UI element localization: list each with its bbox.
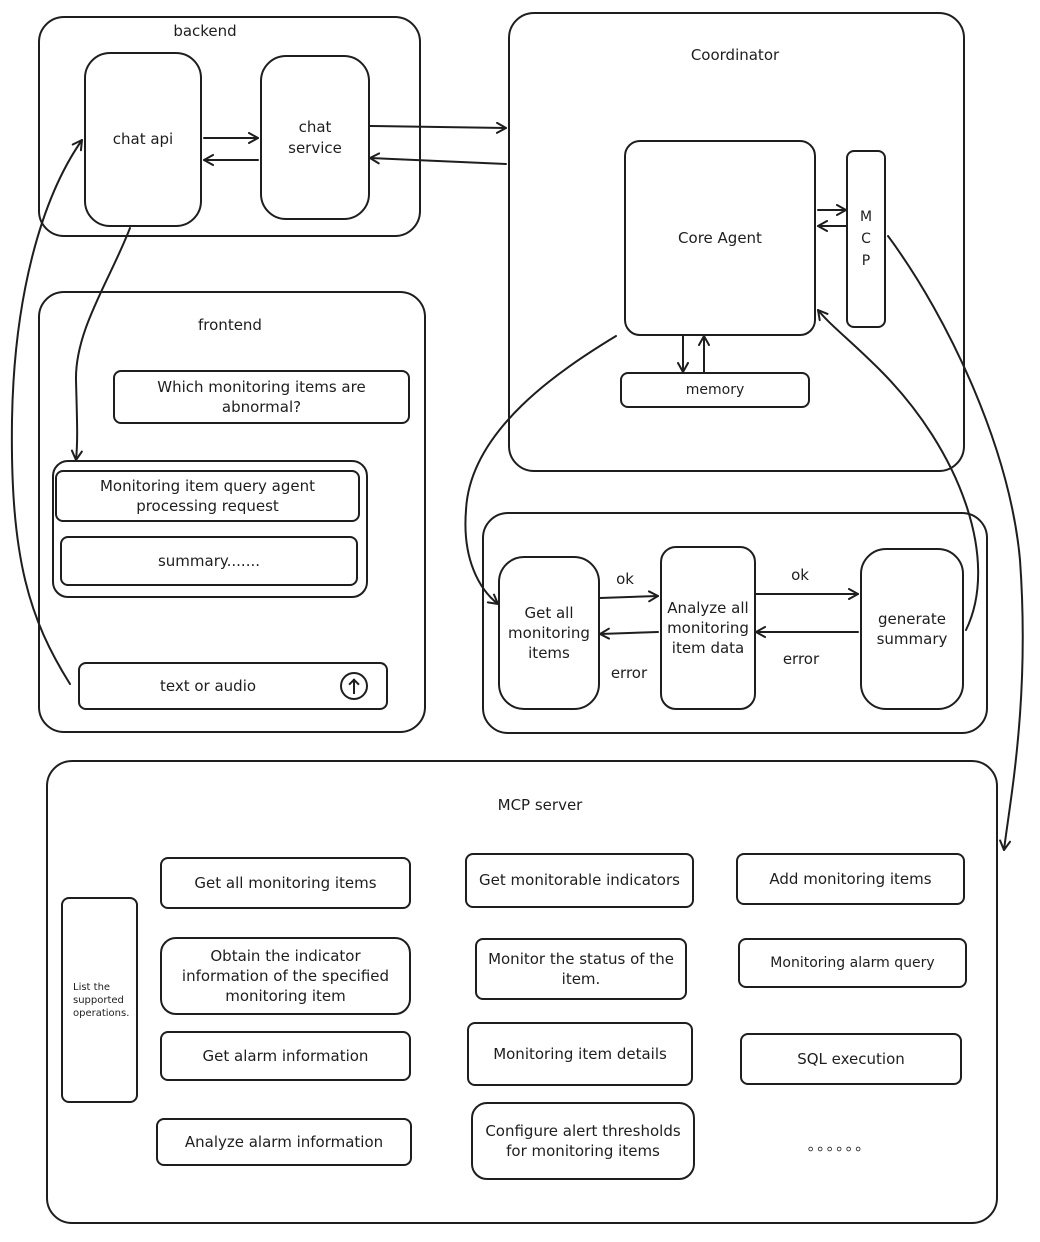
supported-operations-sidebar: List the supported operations.: [61, 897, 138, 1103]
op-label: Obtain the indicator information of the …: [181, 946, 390, 1006]
chat-service-label: chat service: [288, 118, 342, 157]
mcp-letter-p: P: [861, 253, 871, 269]
op-label: Monitor the status of the item.: [488, 949, 674, 988]
op-label: Get alarm information: [202, 1046, 369, 1065]
op-get-alarm-information: Get alarm information: [160, 1031, 411, 1081]
op-label: Monitoring item details: [493, 1044, 667, 1063]
op-analyze-alarm-information: Analyze alarm information: [156, 1118, 412, 1166]
mcp-server-container: [46, 760, 998, 1224]
op-label: SQL execution: [797, 1049, 905, 1068]
mcp-letter-m: M: [859, 209, 873, 225]
frontend-title: frontend: [198, 316, 262, 334]
summary-text: summary.......: [157, 551, 261, 570]
mcp-server-title: MCP server: [497, 796, 583, 814]
backend-title: backend: [173, 22, 237, 40]
op-label: Monitoring alarm query: [770, 954, 935, 971]
op-add-monitoring-items: Add monitoring items: [736, 853, 965, 905]
chat-service-box: chat service: [260, 55, 370, 220]
mcp-box: M C P: [846, 150, 886, 328]
op-label: Get monitorable indicators: [479, 871, 680, 890]
workflow-step-get-items: Get all monitoring items: [498, 556, 600, 710]
supported-operations-label: List the supported operations.: [73, 981, 130, 1019]
frontend-container: [38, 291, 426, 733]
op-sql-execution: SQL execution: [740, 1033, 962, 1085]
backend-container: [38, 16, 421, 237]
op-label: Add monitoring items: [769, 869, 932, 888]
memory-label: memory: [685, 381, 745, 398]
op-monitoring-item-details: Monitoring item details: [467, 1022, 693, 1086]
workflow-step-get-items-label: Get all monitoring items: [508, 603, 590, 663]
error-label-1: error: [610, 664, 648, 682]
agent-response-container: [52, 460, 368, 598]
summary-message: summary.......: [60, 536, 358, 586]
question-text: Which monitoring items are abnormal?: [157, 377, 366, 416]
op-obtain-indicator-information: Obtain the indicator information of the …: [160, 937, 411, 1015]
coordinator-container: [508, 12, 965, 472]
op-monitor-item-status: Monitor the status of the item.: [475, 938, 687, 1000]
op-label: Analyze alarm information: [184, 1132, 384, 1151]
op-more-ellipsis: 。。。。。。: [807, 1136, 873, 1154]
question-bubble: Which monitoring items are abnormal?: [113, 370, 410, 424]
op-get-monitorable-indicators: Get monitorable indicators: [465, 853, 694, 908]
coordinator-title: Coordinator: [690, 46, 780, 64]
ok-label-2: ok: [791, 566, 809, 584]
ok-label-1: ok: [616, 570, 634, 588]
workflow-step-analyze-label: Analyze all monitoring item data: [667, 598, 749, 658]
core-agent-box: Core Agent: [624, 140, 816, 336]
processing-text: Monitoring item query agent processing r…: [99, 476, 316, 515]
op-configure-alert-thresholds: Configure alert thresholds for monitorin…: [471, 1102, 695, 1180]
workflow-step-analyze: Analyze all monitoring item data: [660, 546, 756, 710]
op-label: Configure alert thresholds for monitorin…: [485, 1121, 681, 1160]
op-label: Get all monitoring items: [194, 873, 377, 892]
workflow-step-summary-label: generate summary: [876, 609, 948, 648]
workflow-container: [482, 512, 988, 734]
workflow-step-summary: generate summary: [860, 548, 964, 710]
chat-input-placeholder: text or audio: [160, 676, 257, 695]
mcp-letter-c: C: [861, 231, 871, 247]
processing-message: Monitoring item query agent processing r…: [55, 470, 360, 522]
memory-box: memory: [620, 372, 810, 408]
chat-api-box: chat api: [84, 52, 202, 227]
chat-api-label: chat api: [112, 130, 174, 149]
op-monitoring-alarm-query: Monitoring alarm query: [738, 938, 967, 988]
op-get-all-monitoring-items: Get all monitoring items: [160, 857, 411, 909]
chat-input[interactable]: text or audio: [78, 662, 388, 710]
core-agent-label: Core Agent: [678, 228, 762, 247]
error-label-2: error: [782, 650, 820, 668]
upload-icon[interactable]: [340, 672, 368, 700]
